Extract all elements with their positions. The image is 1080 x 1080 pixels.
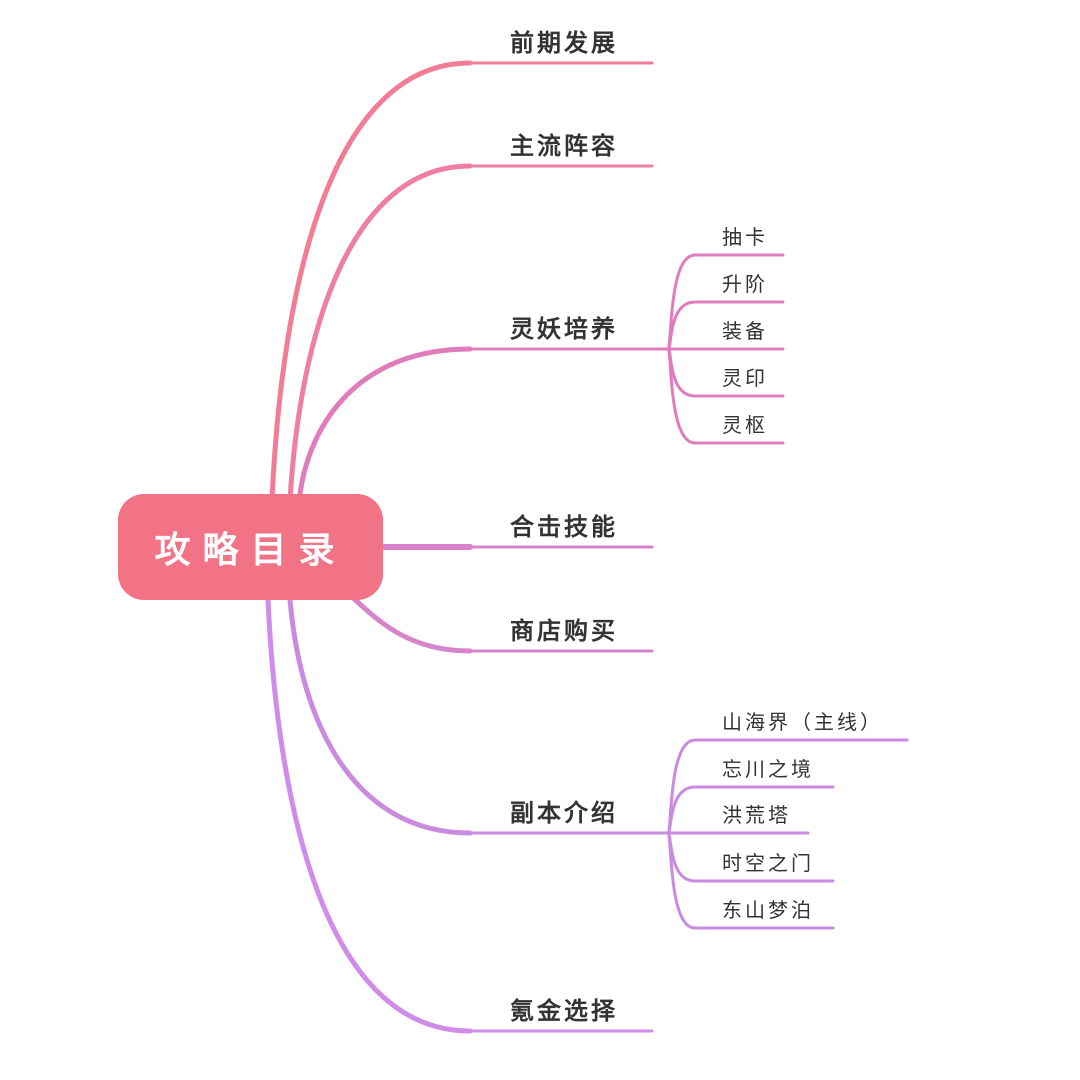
branch-connector [287, 163, 473, 503]
sub-branch-label[interactable]: 装备 [722, 319, 768, 343]
sub-branch-label[interactable]: 升阶 [722, 272, 768, 296]
sub-branch-label[interactable]: 洪荒塔 [722, 803, 791, 827]
branch-label[interactable]: 副本介绍 [510, 798, 618, 827]
branch-label[interactable]: 商店购买 [510, 616, 618, 645]
branch-label[interactable]: 主流阵容 [510, 131, 618, 160]
branch-label[interactable]: 灵妖培养 [510, 314, 618, 343]
root-node[interactable]: 攻略目录 [118, 494, 383, 600]
branch-label[interactable]: 前期发展 [510, 28, 618, 57]
sub-branch-label[interactable]: 抽卡 [722, 225, 768, 249]
branch-connector [265, 597, 473, 1034]
sub-branch-label[interactable]: 灵印 [722, 366, 768, 390]
sub-branch-label[interactable]: 山海界（主线） [722, 710, 883, 734]
branch-connector [297, 346, 473, 497]
sub-branch-label[interactable]: 时空之门 [722, 851, 814, 875]
branch-connector [287, 597, 473, 836]
root-title: 攻略目录 [154, 529, 347, 571]
sub-branch-label[interactable]: 东山梦泊 [722, 898, 814, 922]
branch-label[interactable]: 合击技能 [510, 512, 618, 541]
sub-branch-connector [650, 831, 835, 930]
branch-connector [347, 592, 473, 654]
sub-branch-label[interactable]: 灵枢 [722, 413, 768, 437]
branch-label[interactable]: 氪金选择 [510, 996, 618, 1025]
sub-branch-connector [650, 347, 785, 445]
sub-branch-label[interactable]: 忘川之境 [722, 757, 814, 781]
branch-connector [269, 60, 473, 503]
